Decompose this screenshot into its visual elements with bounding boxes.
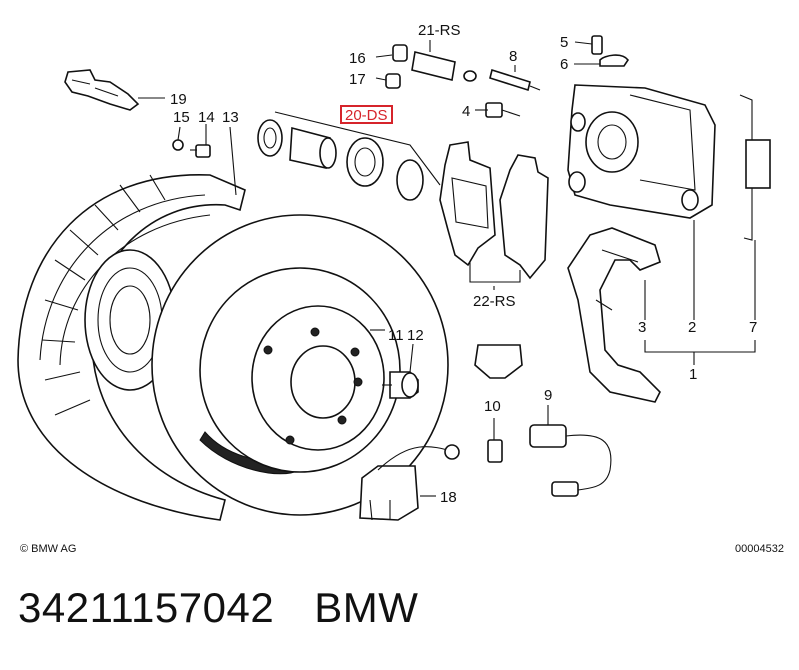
bolt-14 [190,144,211,158]
bleeder-valve [591,35,603,55]
guide-sleeves [385,44,477,89]
guide-pin [489,68,541,92]
part-number: 34211157042 [18,584,275,631]
label-6: 6 [560,56,568,73]
caliper-bolt [485,102,521,118]
label-7: 7 [749,319,757,336]
diagram-number: 00004532 [735,543,784,555]
label-14: 14 [198,109,215,126]
label-21: 21-RS [418,22,461,39]
screw-15 [172,139,184,151]
sensor-holder [359,444,460,521]
leader-lines [138,40,756,497]
anti-rattle-spring [739,94,771,241]
caliper-carrier [567,227,661,403]
part-caption: 34211157042 BMW [18,584,458,632]
bleeder-cap [599,54,629,67]
label-4: 4 [462,103,470,120]
label-2: 2 [688,319,696,336]
brand-name: BMW [314,584,419,631]
label-3: 3 [638,319,646,336]
highlight-box-20 [340,105,393,124]
copyright: © BMW AG [20,543,76,555]
brake-disc [151,214,449,516]
label-19: 19 [170,91,187,108]
label-18: 18 [440,489,457,506]
label-12: 12 [407,327,424,344]
brake-caliper [567,84,716,219]
label-13: 13 [222,109,239,126]
brake-pads [439,141,549,283]
piston-repair-kit [257,111,441,201]
label-11: 11 [388,327,404,344]
label-10: 10 [484,398,501,415]
wear-sensor [529,424,612,497]
label-17: 17 [349,71,366,88]
brake-exploded-diagram: 19 15 14 13 16 17 21-RS 8 4 5 6 20-DS 22… [17,22,784,555]
pad-clip [474,344,523,463]
part-labels: 19 15 14 13 16 17 21-RS 8 4 5 6 20-DS 22… [20,22,784,555]
label-8: 8 [509,48,517,65]
label-1: 1 [689,366,697,383]
label-22: 22-RS [473,293,516,310]
label-9: 9 [544,387,552,404]
label-15: 15 [173,109,190,126]
disc-bolt [382,371,419,399]
retaining-clip [64,69,140,111]
label-20: 20-DS [345,107,388,124]
label-5: 5 [560,34,568,51]
label-16: 16 [349,50,366,67]
